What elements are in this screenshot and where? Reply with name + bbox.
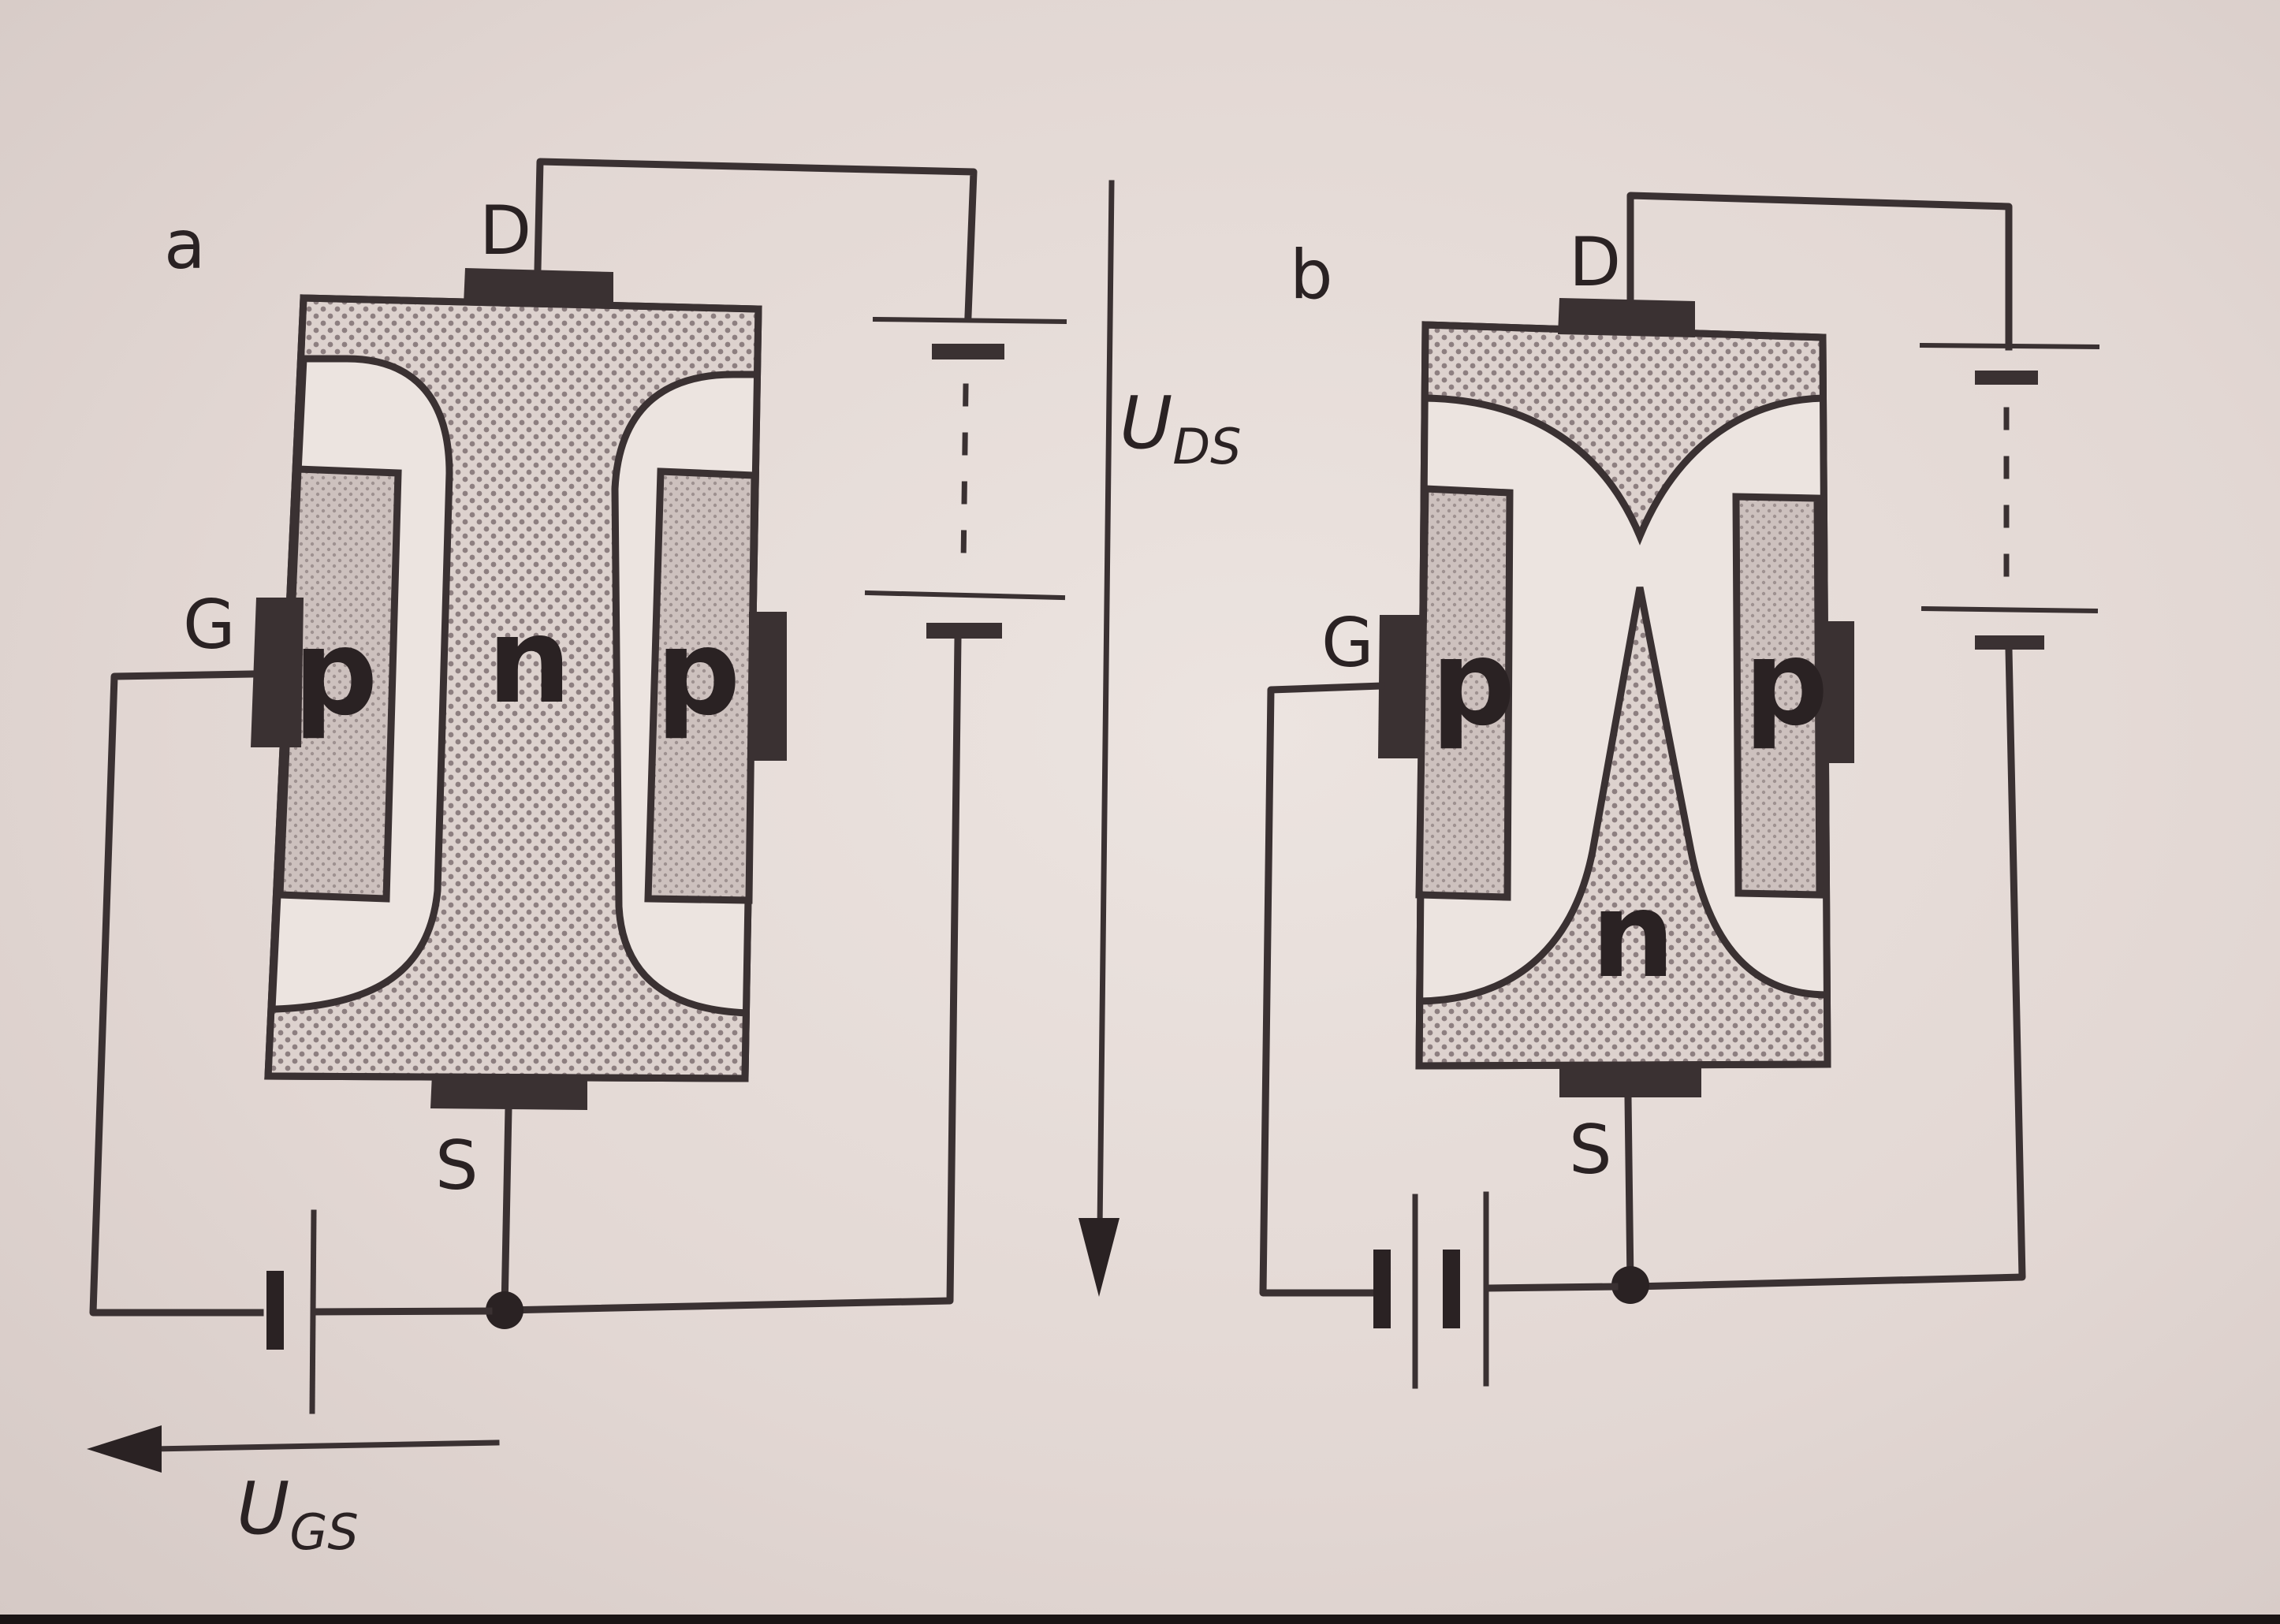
uds-battery-plate-long-top-a <box>872 316 1067 325</box>
source-wire-b <box>1624 1093 1634 1287</box>
source-contact-b <box>1559 1064 1701 1097</box>
ugs-battery-plate-short-1-b <box>1373 1250 1391 1328</box>
uds-battery-plate-short-bottom-a <box>926 623 1002 639</box>
source-label-b: S <box>1569 1111 1612 1190</box>
uds-battery-plate-short-top-b <box>1975 371 2038 385</box>
p-label-left-b: p <box>1431 615 1515 752</box>
gate-contact-left-a <box>251 598 304 747</box>
panel-label-b: b <box>1290 236 1333 315</box>
gate-wire-a <box>89 670 264 1317</box>
panel-b: p n p b D G S <box>1259 192 2100 1389</box>
drain-label-a: D <box>479 192 531 270</box>
bottom-edge <box>0 1615 2280 1624</box>
p-label-right-a: p <box>656 605 740 742</box>
uds-battery-plate-short-top-a <box>932 344 1004 359</box>
uds-battery-dash-a <box>960 383 969 567</box>
uds-main: U <box>1120 381 1172 465</box>
source-label-a: S <box>435 1127 479 1205</box>
p-region-left-b <box>1415 485 1514 901</box>
uds-arrow: UDS <box>1079 180 1241 1297</box>
uds-sub: DS <box>1172 418 1241 475</box>
gate-contact-right-b <box>1817 621 1854 763</box>
gate-wire-b <box>1259 682 1385 1297</box>
ugs-arrow-head <box>87 1425 162 1473</box>
ugs-sub: GS <box>289 1503 358 1561</box>
source-contact-a <box>430 1074 587 1110</box>
source-wire-a <box>501 1104 512 1313</box>
uds-battery-plate-long-top-b <box>1919 342 2100 350</box>
n-label-a: n <box>487 593 572 730</box>
depletion-zone-b <box>1419 394 1827 1005</box>
p-region-right-b <box>1732 493 1824 899</box>
ugs-arrow-line <box>147 1440 500 1452</box>
uds-battery-plate-short-bottom-b <box>1975 635 2044 650</box>
uds-battery-plate-long-bottom-b <box>1920 605 2099 614</box>
ground-node-a <box>486 1291 523 1329</box>
ugs-main: U <box>237 1466 289 1551</box>
gate-label-a: G <box>183 586 236 665</box>
uds-label: UDS <box>1120 381 1241 475</box>
p-region-left-a <box>276 465 402 903</box>
source-return-wire-b <box>1630 646 2026 1291</box>
ugs-battery-wire-a <box>311 1307 493 1316</box>
gate-label-b: G <box>1321 604 1374 683</box>
drain-contact-a <box>464 268 613 307</box>
ugs-battery-wire-b <box>1485 1283 1619 1292</box>
ugs-battery-plate-short-a <box>266 1271 284 1350</box>
source-return-wire-a <box>501 635 962 1314</box>
n-label-b: n <box>1591 867 1675 1004</box>
panel-label-a: a <box>164 206 206 285</box>
uds-arrow-line <box>1097 180 1115 1233</box>
ground-node-b <box>1611 1266 1649 1304</box>
ugs-label: UGS <box>237 1466 359 1561</box>
gate-contact-left-b <box>1378 615 1425 758</box>
drain-label-b: D <box>1569 223 1621 302</box>
drain-wire-b <box>1626 192 2013 351</box>
p-label-right-b: p <box>1744 615 1828 752</box>
uds-arrow-head <box>1079 1218 1120 1297</box>
ugs-battery-plate-short-2-b <box>1443 1250 1460 1328</box>
drain-wire-a <box>534 158 978 319</box>
drain-contact-b <box>1558 298 1695 337</box>
panel-a: p n p a D G S UGS <box>87 158 1067 1561</box>
p-region-right-a <box>644 467 758 904</box>
uds-battery-plate-long-bottom-a <box>864 590 1066 601</box>
p-label-left-a: p <box>293 605 378 742</box>
gate-contact-right-a <box>749 612 787 761</box>
